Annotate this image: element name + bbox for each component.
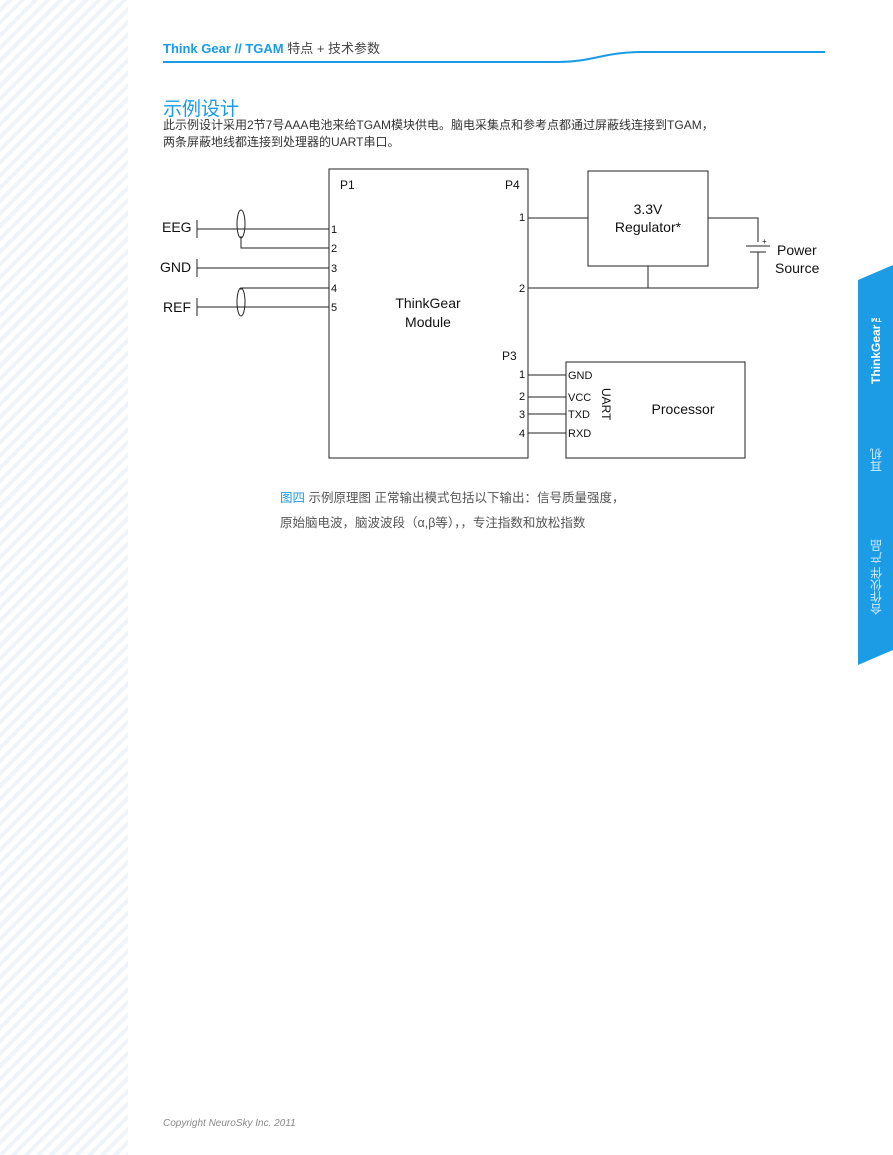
- schematic-diagram: P1 P4 P3 EEG GND REF 1 2 3 4 5 1 2 1 2 3…: [160, 168, 820, 459]
- decorative-stripe-margin: [0, 0, 128, 1155]
- caption-line-1: 图四 示例原理图 正常输出模式包括以下输出：信号质量强度，: [280, 486, 624, 511]
- uart-signal-rxd: RXD: [568, 428, 591, 440]
- regulator-label-line-2: Regulator*: [615, 219, 682, 235]
- p3-pin-2: 2: [519, 391, 525, 403]
- p1-pin-5: 5: [331, 302, 337, 314]
- p4-label: P4: [505, 178, 520, 192]
- module-name-line-2: Module: [405, 314, 451, 330]
- header-brand: Think Gear // TGAM: [163, 41, 284, 56]
- page-header: Think Gear // TGAM 特点 + 技术参数: [163, 38, 380, 57]
- power-label-line-1: Power: [777, 242, 817, 258]
- side-tab-thinkgear[interactable]: ThinkGear™: [869, 310, 883, 385]
- battery-plus-sign: +: [762, 237, 767, 246]
- p3-pin-4: 4: [519, 428, 525, 440]
- ref-label: REF: [163, 299, 191, 315]
- eeg-label: EEG: [162, 219, 192, 235]
- thinkgear-module-box: [328, 168, 529, 459]
- uart-signal-gnd: GND: [568, 370, 593, 382]
- p4-pin-2: 2: [519, 283, 525, 295]
- p3-pin-1: 1: [519, 369, 525, 381]
- side-tab-headset[interactable]: 耳机: [869, 448, 884, 472]
- section-title: 示例设计: [163, 99, 240, 120]
- processor-box: [565, 361, 746, 459]
- header-section: 特点 + 技术参数: [283, 41, 381, 56]
- uart-signal-vcc: VCC: [568, 392, 591, 404]
- caption-line-2: 原始脑电波，脑波波段（α,β等），，专注指数和放松指数: [280, 516, 586, 530]
- p3-label: P3: [502, 349, 517, 363]
- p1-pin-4: 4: [331, 283, 337, 295]
- p1-pin-2: 2: [331, 243, 337, 255]
- gnd-label: GND: [160, 259, 191, 275]
- p4-pin-1: 1: [519, 212, 525, 224]
- header-rule: [163, 51, 825, 63]
- figure-label: 图四: [280, 491, 306, 505]
- side-tab-partner-products[interactable]: 合作伙伴 产品: [869, 539, 884, 616]
- p1-pin-1: 1: [331, 224, 337, 236]
- intro-line-2: 两条屏蔽地线都连接到处理器的UART串口。: [163, 135, 400, 149]
- uart-label: UART: [599, 388, 613, 421]
- regulator-label-line-1: 3.3V: [634, 201, 663, 217]
- p1-pin-3: 3: [331, 263, 337, 275]
- module-name-line-1: ThinkGear: [395, 295, 461, 311]
- processor-label: Processor: [651, 401, 714, 417]
- p1-label: P1: [340, 178, 355, 192]
- copyright-footer: Copyright NeuroSky Inc. 2011: [163, 1118, 296, 1129]
- caption-text-1: 示例原理图 正常输出模式包括以下输出：信号质量强度，: [305, 491, 625, 505]
- p3-pin-3: 3: [519, 409, 525, 421]
- side-tab-background: [858, 265, 893, 665]
- power-label-line-2: Source: [775, 260, 820, 276]
- intro-paragraph: 此示例设计采用2节7号AAA电池来给TGAM模块供电。脑电采集点和参考点都通过屏…: [163, 117, 831, 151]
- figure-caption: 图四 示例原理图 正常输出模式包括以下输出：信号质量强度， 原始脑电波，脑波波段…: [280, 486, 624, 536]
- intro-line-1: 此示例设计采用2节7号AAA电池来给TGAM模块供电。脑电采集点和参考点都通过屏…: [163, 118, 714, 132]
- uart-signal-txd: TXD: [568, 409, 590, 421]
